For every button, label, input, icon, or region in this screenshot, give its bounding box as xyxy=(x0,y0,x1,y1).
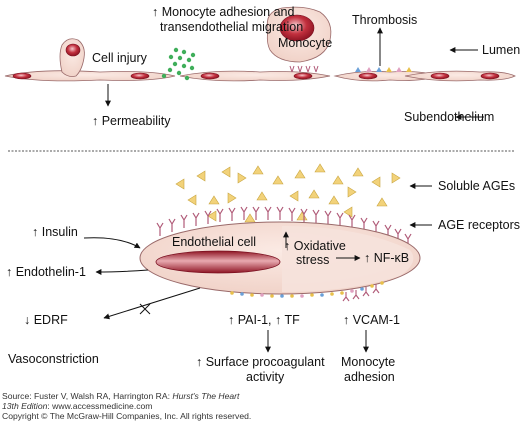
cell-surface-dots xyxy=(230,281,384,298)
label-soluble-ages: Soluble AGEs xyxy=(438,179,515,193)
source-book: Hurst's The Heart xyxy=(172,391,240,401)
thrombosis-markers xyxy=(355,67,412,72)
label-thrombosis: Thrombosis xyxy=(352,13,417,27)
label-vasoconstriction: Vasoconstriction xyxy=(8,352,99,366)
cell-cytoplasm-shade xyxy=(282,226,414,292)
label-procoag-1: ↑ Surface procoagulant xyxy=(196,355,325,369)
label-monocyte-adhesion-1: ↑ Monocyte adhesion and xyxy=(152,5,295,19)
endothelial-nucleus xyxy=(155,250,281,274)
label-insulin: ↑ Insulin xyxy=(32,225,78,239)
label-permeability: ↑ Permeability xyxy=(92,114,171,128)
label-monocyte-adh-1: Monocyte xyxy=(341,355,395,369)
source-footer: Source: Fuster V, Walsh RA, Harrington R… xyxy=(2,391,251,421)
inhibit-cross xyxy=(139,303,151,315)
source-line-2: 13th Edition: www.accessmedicine.com xyxy=(2,401,152,411)
label-monocyte-adh-2: adhesion xyxy=(344,370,395,384)
bottom-panel: Soluble AGEs AGE receptors ↑ Insulin End… xyxy=(6,163,520,384)
arrow-endothelin xyxy=(95,268,149,275)
label-vcam: ↑ VCAM-1 xyxy=(343,313,400,327)
label-procoag-2: activity xyxy=(246,370,285,384)
label-endothelin: ↑ Endothelin-1 xyxy=(6,265,86,279)
label-oxidative-2: stress xyxy=(296,253,329,267)
source-edition: 13th Edition xyxy=(2,401,48,411)
source-prefix: Source: Fuster V, Walsh RA, Harrington R… xyxy=(2,391,172,401)
label-subendothelium: Subendothelium xyxy=(404,110,494,124)
source-copyright: Copyright © The McGraw-Hill Companies, I… xyxy=(2,411,251,421)
injured-cell xyxy=(59,38,85,77)
label-endothelial-cell: Endothelial cell xyxy=(172,235,256,249)
arrow-to-edrf xyxy=(103,287,201,320)
layer-nuclei xyxy=(12,72,500,80)
monocyte-cell xyxy=(266,6,332,63)
source-url: : www.accessmedicine.com xyxy=(47,401,152,411)
label-oxidative-1: ↑ Oxidative xyxy=(284,239,346,253)
label-age-receptors: AGE receptors xyxy=(438,218,520,232)
adhesion-molecules xyxy=(289,65,319,73)
top-panel: ↑ Monocyte adhesion and transendothelial… xyxy=(4,5,520,128)
vcam-receptors xyxy=(342,284,380,302)
label-lumen: Lumen xyxy=(482,43,520,57)
permeability-particles xyxy=(161,47,196,81)
label-monocyte-adhesion-2: transendothelial migration xyxy=(160,20,303,34)
label-monocyte: Monocyte xyxy=(278,36,332,50)
label-nfkb: ↑ NF-κB xyxy=(364,251,409,265)
source-line-1: Source: Fuster V, Walsh RA, Harrington R… xyxy=(2,391,240,401)
arrow-insulin xyxy=(83,237,141,249)
endothelial-layer xyxy=(4,70,516,82)
label-pai-tf: ↑ PAI-1, ↑ TF xyxy=(228,313,300,327)
label-cell-injury: Cell injury xyxy=(92,51,148,65)
label-edrf: ↓ EDRF xyxy=(24,313,68,327)
